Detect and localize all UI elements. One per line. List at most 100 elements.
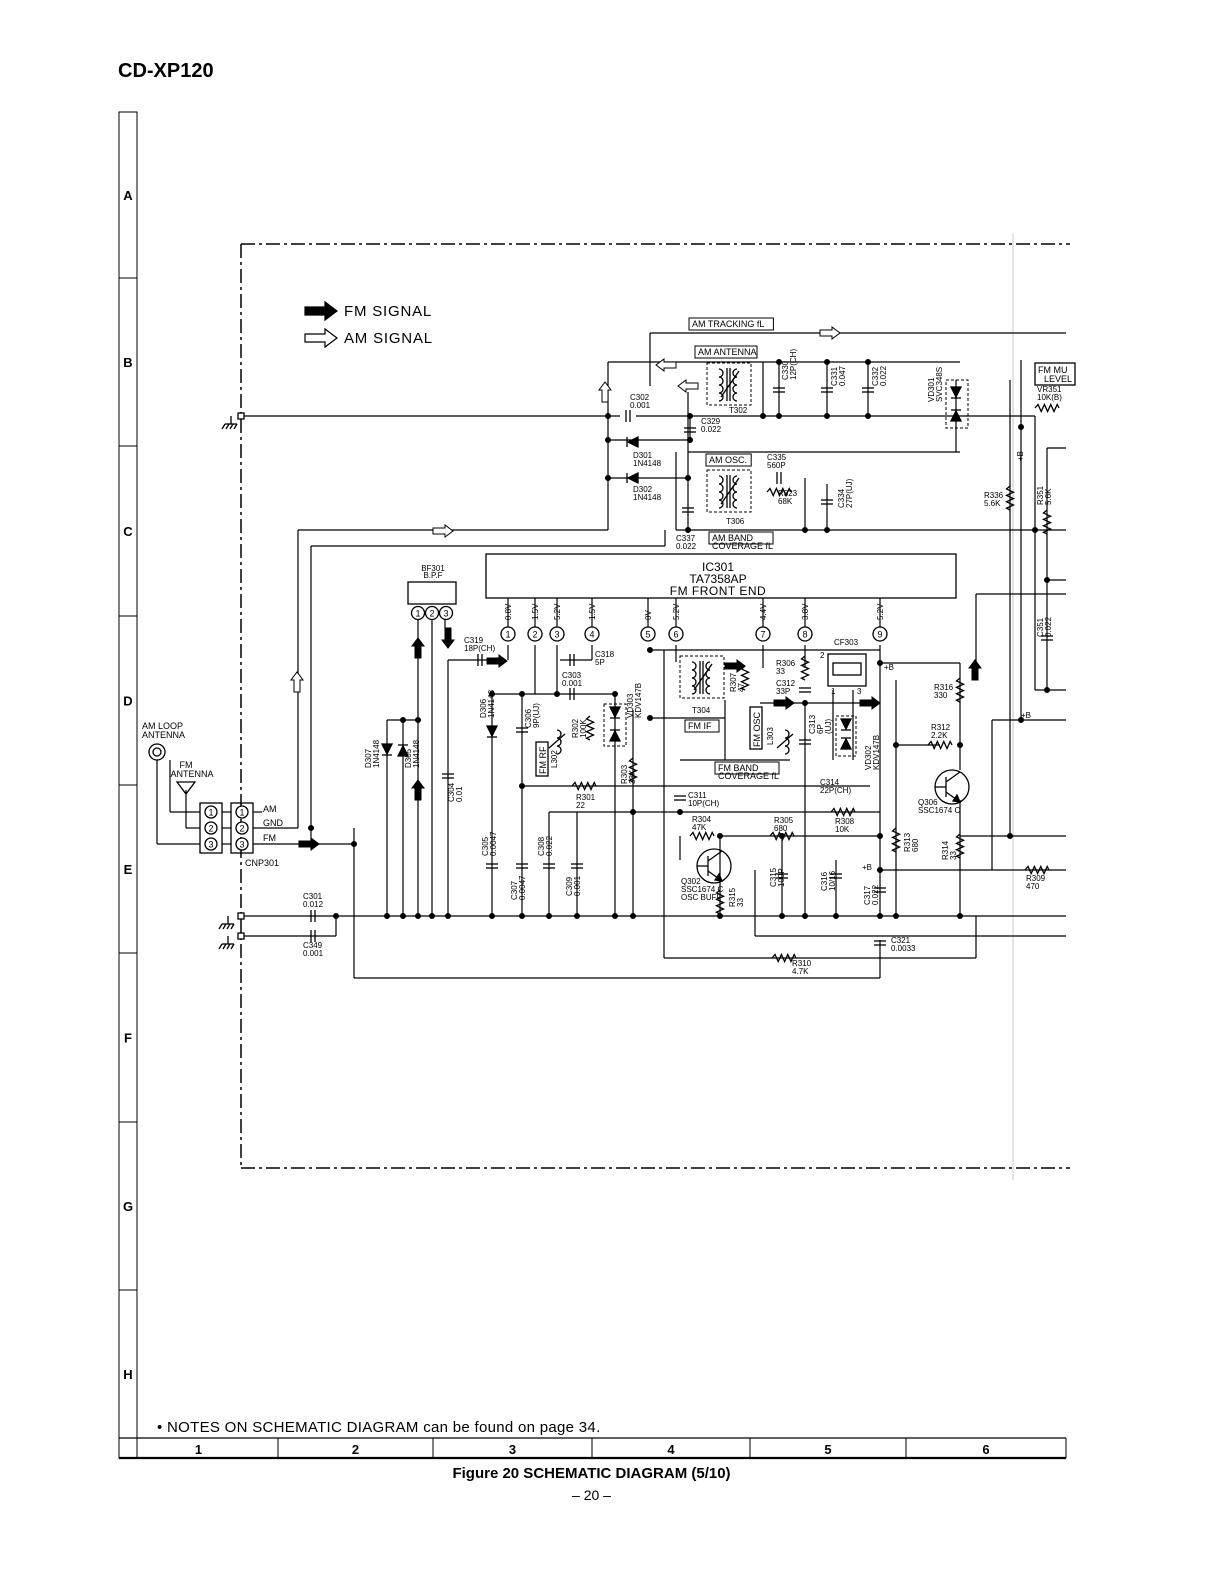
vd301-label: SVC348S <box>935 367 944 402</box>
c331-label: C331 <box>830 366 839 386</box>
r309-label: R309 <box>1026 874 1046 883</box>
c351-label: C351 <box>1036 617 1045 637</box>
fm-if-label: FM IF <box>688 721 712 731</box>
col-number-1: 1 <box>195 1442 202 1457</box>
q302-label: OSC BUFF <box>681 893 722 902</box>
cf303-pin: 1 <box>831 687 836 696</box>
am-loop-antenna-icon <box>148 743 166 761</box>
junction-dot <box>604 413 611 420</box>
t302-transformer-icon <box>718 376 724 386</box>
ground-icon <box>218 923 223 930</box>
t304-transformer-icon <box>691 685 697 695</box>
l303-coil-icon <box>784 745 790 755</box>
r316-label: R316 <box>934 683 954 692</box>
tuning-arrow <box>776 733 794 749</box>
cf303-pin: 3 <box>857 687 862 696</box>
c316-label: C316 <box>820 871 829 891</box>
r301-label: R301 <box>576 793 596 802</box>
q306-transistor-icon <box>945 771 961 783</box>
junction-dot <box>1031 526 1038 533</box>
am-loop-1: AM LOOP <box>142 721 183 731</box>
ic-pin-4-num: 4 <box>589 630 594 640</box>
r307-label: R307 <box>729 672 738 692</box>
pin-voltage: 0V <box>644 610 653 620</box>
junction-dot <box>384 912 391 919</box>
ic-pin-2 <box>527 626 543 642</box>
cf303-filter-icon <box>827 653 867 687</box>
junction-dot <box>686 437 693 444</box>
am-osc-label: AM OSC. <box>709 455 747 465</box>
junction-dot <box>876 659 883 666</box>
c330-label: C330 <box>781 360 790 380</box>
pin-voltage: 5.2V <box>553 603 562 620</box>
r305-label: R305 <box>774 816 794 825</box>
r336-resistor-icon <box>1004 485 1016 511</box>
bpf-name: B.P.F <box>424 571 443 580</box>
junction-dot <box>629 912 636 919</box>
model-title: CD-XP120 <box>118 60 214 82</box>
c301-label: C301 <box>303 892 323 901</box>
c329-label: 0.022 <box>701 425 722 434</box>
junction-dot <box>629 808 636 815</box>
vr351-resistor-icon <box>1034 402 1060 414</box>
t306-transformer-icon <box>718 499 724 509</box>
fm-flow-arrow-icon <box>968 659 982 681</box>
d305-diode-icon <box>396 744 410 757</box>
am-signal-arrow-icon <box>304 327 338 349</box>
junction-dot <box>333 912 340 919</box>
c349-label: C349 <box>303 941 323 950</box>
junction-dot <box>823 526 830 533</box>
r306-label: R306 <box>776 659 796 668</box>
d306-label: D306 <box>479 698 488 718</box>
cnp-am: AM <box>263 804 277 814</box>
am-osc-label-box <box>705 453 752 467</box>
c319-label: C319 <box>464 636 484 645</box>
r315-label: 33 <box>736 898 745 907</box>
c332-label: 0.022 <box>879 365 888 386</box>
junction-dot <box>759 413 766 420</box>
r310-label: R310 <box>792 959 812 968</box>
page-number: – 20 – <box>572 1487 611 1503</box>
plus-b-label: +B <box>884 663 894 672</box>
t302-label: T302 <box>729 406 748 415</box>
am-antenna-label-box <box>694 345 758 359</box>
t304-transformer-icon <box>693 663 713 691</box>
r351-label: R351 <box>1036 485 1045 505</box>
col-number-4: 4 <box>667 1442 675 1457</box>
row-letter-C: C <box>123 524 133 539</box>
t304-transformer-icon <box>691 669 697 679</box>
junction-dot <box>518 782 525 789</box>
legend-fm: FM SIGNAL <box>344 303 432 320</box>
ant-pin <box>204 837 218 851</box>
r316-label: 330 <box>934 691 948 700</box>
d307-label: 1N4148 <box>372 739 381 768</box>
vr351-label: VR351 <box>1037 385 1062 394</box>
c309-label: C309 <box>565 876 574 896</box>
fm-osc-label: FM OSC <box>752 712 762 747</box>
cnp-pin-num: 1 <box>239 808 244 818</box>
r314-label: R314 <box>941 840 950 860</box>
fm-mute-box <box>1034 362 1076 386</box>
junction-dot <box>832 912 839 919</box>
c301-label: 0.012 <box>303 900 324 909</box>
bpf-pin-num: 2 <box>429 609 434 619</box>
fm-band-label: FM BAND <box>718 763 759 773</box>
junction-dot <box>956 912 963 919</box>
d306-diode-icon <box>485 725 499 738</box>
c349-label: 0.001 <box>303 949 324 958</box>
r312-label: 2.2K <box>931 731 948 740</box>
c321-label: 0.0033 <box>891 944 916 953</box>
l302-coil-icon <box>556 745 562 755</box>
c335-label: 560P <box>767 461 786 470</box>
junction-dot <box>604 437 611 444</box>
junction-dot <box>892 741 899 748</box>
tuning-arrow <box>548 733 566 749</box>
cf303-label: CF303 <box>834 638 859 647</box>
am-tracking-label-box <box>688 317 774 331</box>
r351-label: 5.6K <box>1044 488 1053 505</box>
cnp-pin-num: 3 <box>239 840 244 850</box>
vd302-label: VD302 <box>864 745 873 770</box>
c316-label: 10/16 <box>828 870 837 891</box>
junction-dot <box>400 912 407 919</box>
ic-pin-8-num: 8 <box>802 630 807 640</box>
